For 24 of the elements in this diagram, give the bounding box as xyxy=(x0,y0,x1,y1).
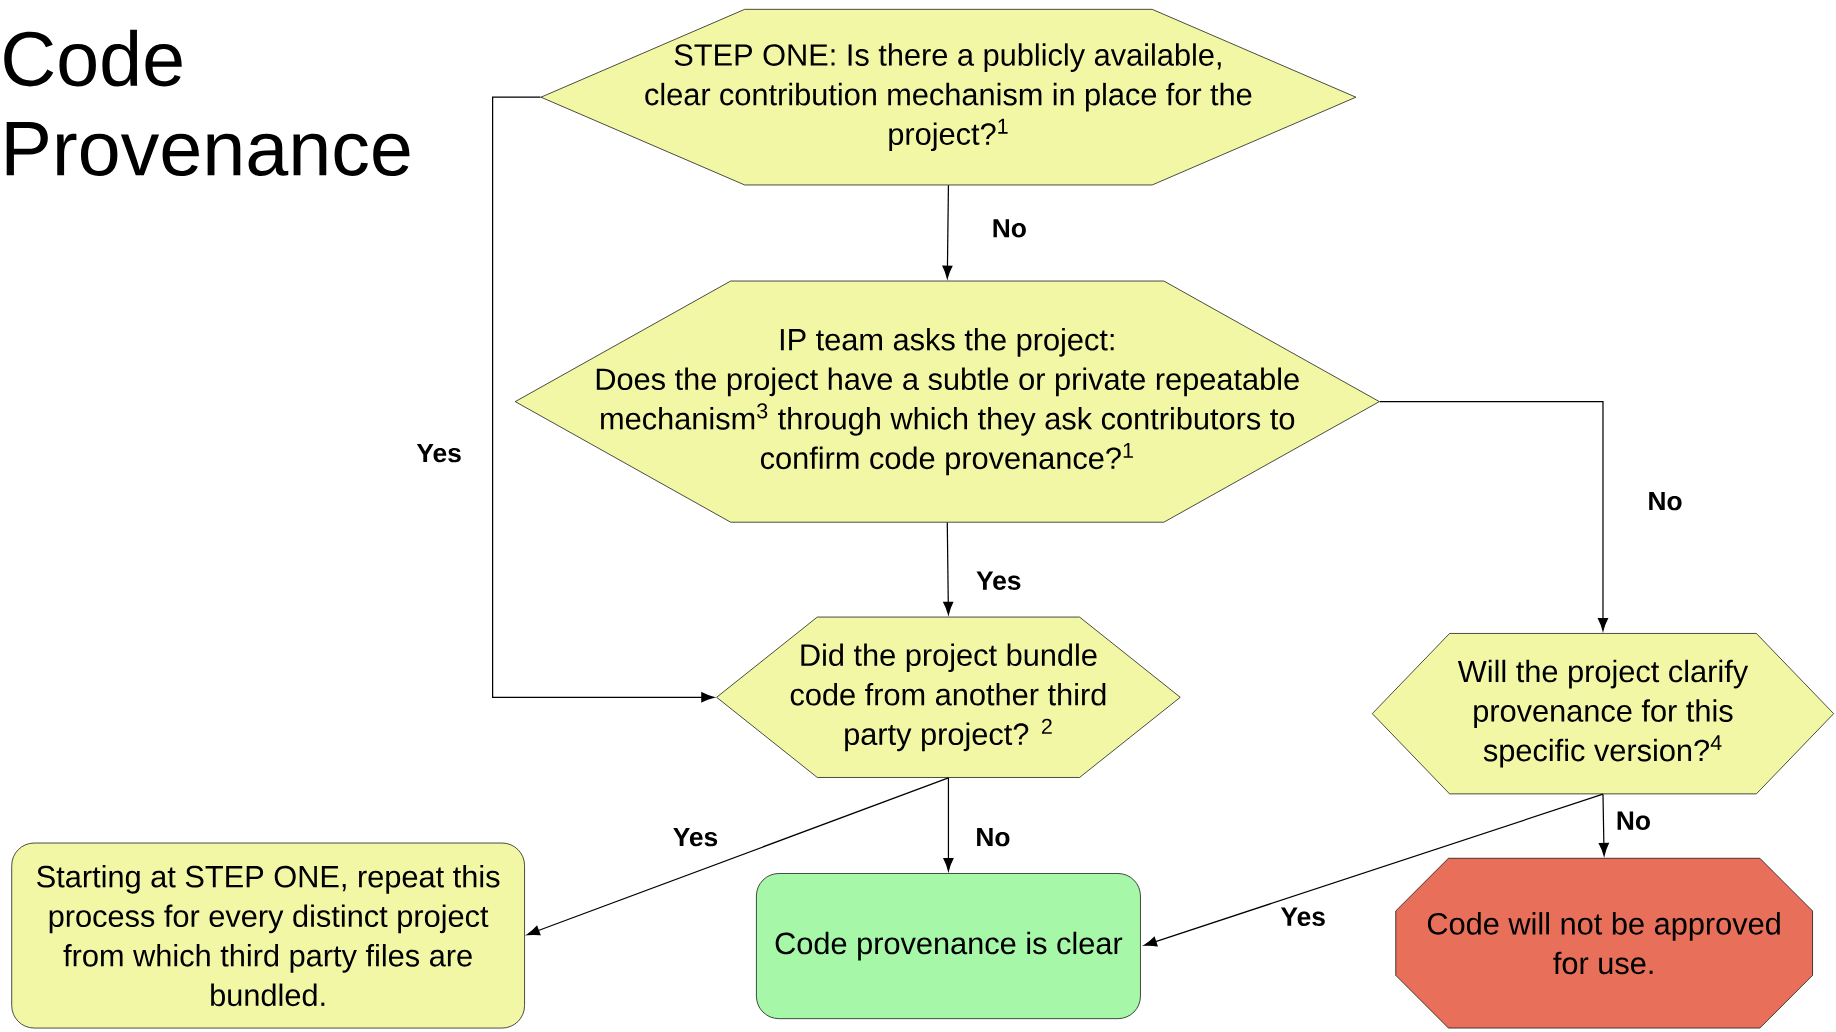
decision-hexagon: Did the project bundle code from another third party project? $^{2}$ xyxy=(716,616,1181,779)
edge-label: Yes xyxy=(414,442,464,465)
edge-label: Yes xyxy=(974,570,1024,592)
edge-label: Yes xyxy=(1278,906,1328,928)
arrow xyxy=(943,777,954,872)
edge-label: No xyxy=(1645,490,1685,513)
arrow xyxy=(1143,793,1604,947)
arrow xyxy=(1379,401,1609,632)
arrow xyxy=(526,777,950,936)
edge-label: No xyxy=(973,826,1013,849)
arrow xyxy=(943,522,954,615)
decision-hexagon: IP team asks the project: Does the project have a subtle or private repeatable mechanism$^{3}$ through which they ask contributors to confirm code provenance?$^{1}$ xyxy=(514,280,1380,523)
edge-label: Yes xyxy=(671,826,720,849)
decision-hexagon: Will the project clarify provenance for this specific version?$^{4}$ xyxy=(1371,633,1834,795)
edge-label: No xyxy=(990,217,1029,240)
arrow xyxy=(492,96,715,703)
process-box: Code provenance is clear xyxy=(756,873,1141,1020)
terminal-octagon: Code will not be approved for use. xyxy=(1395,858,1813,1029)
process-box: Starting at STEP ONE, repeat this process for every distinct project from which third party files are bundled. xyxy=(11,842,525,1029)
title: Code Provenance xyxy=(4,29,410,177)
decision-hexagon: STEP ONE: Is there a publicly available, clear contribution mechanism in place for the project?$^{1}$ xyxy=(540,9,1357,186)
edge-label: No xyxy=(1614,810,1653,832)
arrow xyxy=(1598,793,1609,857)
arrow xyxy=(942,184,953,279)
